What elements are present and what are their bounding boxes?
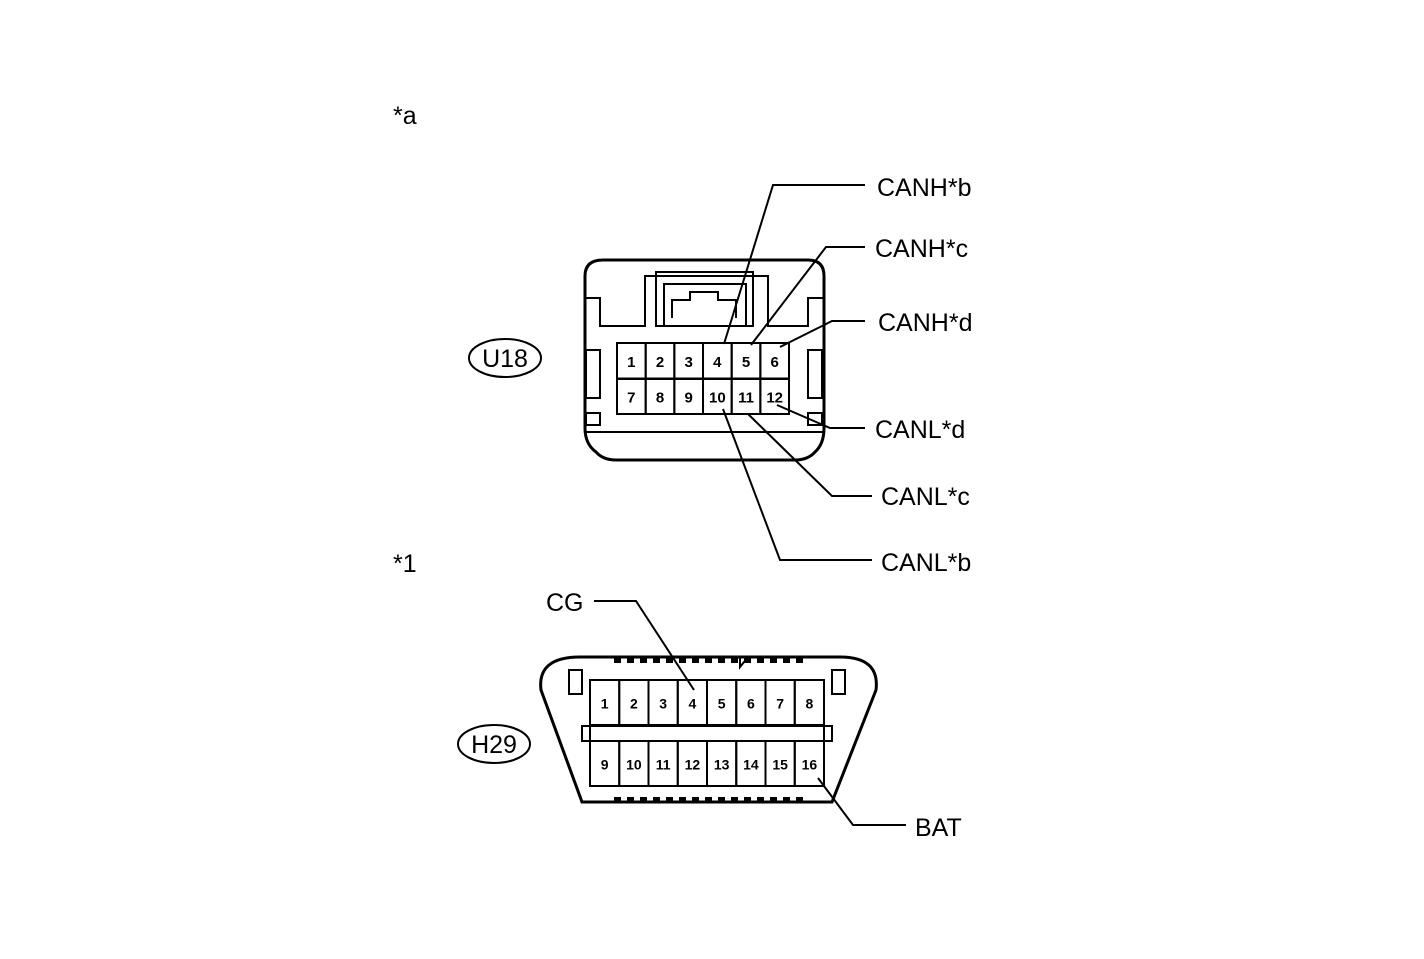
u18-pin-label: 4: [713, 354, 722, 371]
u18-pin-label: 10: [709, 389, 726, 406]
u18-pin-label: 11: [738, 389, 754, 406]
h29-tooth-top: [627, 657, 634, 663]
h29-tooth-bottom: [705, 797, 712, 803]
marker-1: *1: [393, 550, 417, 578]
h29-tooth-bottom: [692, 797, 699, 803]
h29-pin-label: 6: [747, 696, 755, 712]
h29-tooth-bottom: [796, 797, 803, 803]
h29-tag: H29: [471, 731, 517, 759]
label-canh-d: CANH*d: [878, 309, 972, 337]
h29-tooth-bottom: [770, 797, 777, 803]
h29-pin-label: 12: [685, 757, 701, 773]
h29-tooth-bottom: [679, 797, 686, 803]
h29-pin-label: 7: [776, 696, 784, 712]
leader-canh-c: [750, 246, 865, 346]
h29-tooth-bottom: [627, 797, 634, 803]
h29-pin-label: 2: [630, 696, 638, 712]
leader-cg: [594, 600, 695, 691]
label-canl-d: CANL*d: [875, 416, 965, 444]
h29-pin-label: 11: [656, 757, 671, 773]
u18-pin-label: 3: [685, 354, 693, 371]
h29-pin-label: 14: [743, 757, 759, 773]
h29-pin-label: 9: [601, 757, 609, 773]
h29-teeth: [614, 657, 803, 803]
h29-tooth-top: [718, 657, 725, 663]
u18-tag: U18: [482, 345, 528, 373]
u18-pin-label: 1: [627, 354, 635, 371]
h29-tooth-bottom: [640, 797, 647, 803]
h29-tooth-bottom: [757, 797, 764, 803]
h29-pin-label: 8: [805, 696, 813, 712]
h29-pin-cell: [793, 740, 825, 787]
h29-pin-label: 16: [802, 757, 818, 773]
h29-tooth-top: [653, 657, 660, 663]
h29-tooth-top: [705, 657, 712, 663]
u18-pin-label: 2: [656, 354, 664, 371]
h29-tooth-top: [796, 657, 803, 663]
u18-pin-label: 7: [627, 389, 635, 406]
h29-pin-cell: [793, 679, 825, 726]
h29-pin-label: 1: [601, 696, 609, 712]
h29-tooth-top: [770, 657, 777, 663]
u18-pin-label: 5: [742, 354, 750, 371]
h29-tooth-bottom: [731, 797, 738, 803]
h29-pin-label: 13: [714, 757, 730, 773]
label-canh-b: CANH*b: [877, 174, 971, 202]
h29-pin-label: 4: [688, 696, 696, 712]
h29-tooth-bottom: [783, 797, 790, 803]
h29-tooth-top: [692, 657, 699, 663]
u18-pin-label: 12: [766, 389, 783, 406]
label-canh-c: CANH*c: [875, 235, 968, 263]
label-canl-c: CANL*c: [881, 483, 970, 511]
h29-tooth-top: [640, 657, 647, 663]
h29-pin-label: 10: [626, 757, 642, 773]
leader-canh-d: [779, 320, 865, 348]
h29-connector: [539, 655, 878, 804]
h29-tooth-top: [666, 657, 673, 663]
h29-tooth-bottom: [653, 797, 660, 803]
u18-pin-cell: [759, 377, 791, 415]
h29-tooth-top: [783, 657, 790, 663]
u18-pin-label: 6: [771, 354, 779, 371]
leader-canh-b: [723, 184, 865, 345]
h29-tooth-top: [731, 657, 738, 663]
h29-tooth-bottom: [614, 797, 621, 803]
label-cg: CG: [546, 589, 584, 617]
u18-tag-oval: [468, 338, 542, 378]
u18-pin-label: 9: [685, 389, 693, 406]
label-bat: BAT: [915, 814, 962, 842]
h29-tooth-top: [757, 657, 764, 663]
h29-tooth-top: [679, 657, 686, 663]
label-canl-b: CANL*b: [881, 549, 971, 577]
marker-a: *a: [393, 102, 417, 130]
leader-bat: [817, 777, 906, 826]
h29-pin-label: 5: [718, 696, 726, 712]
u18-pin-label: 8: [656, 389, 664, 406]
h29-pin-label: 3: [659, 696, 667, 712]
h29-tooth-bottom: [744, 797, 751, 803]
h29-tooth-top: [744, 657, 751, 663]
h29-tooth-bottom: [718, 797, 725, 803]
leader-canl-c: [747, 413, 872, 497]
h29-housing: [539, 655, 878, 804]
leader-canl-d: [776, 404, 865, 429]
leader-canl-b: [722, 408, 872, 561]
h29-pin-label: 15: [772, 757, 788, 773]
h29-tooth-bottom: [666, 797, 673, 803]
h29-tooth-top: [614, 657, 621, 663]
h29-tag-oval: [457, 724, 531, 764]
